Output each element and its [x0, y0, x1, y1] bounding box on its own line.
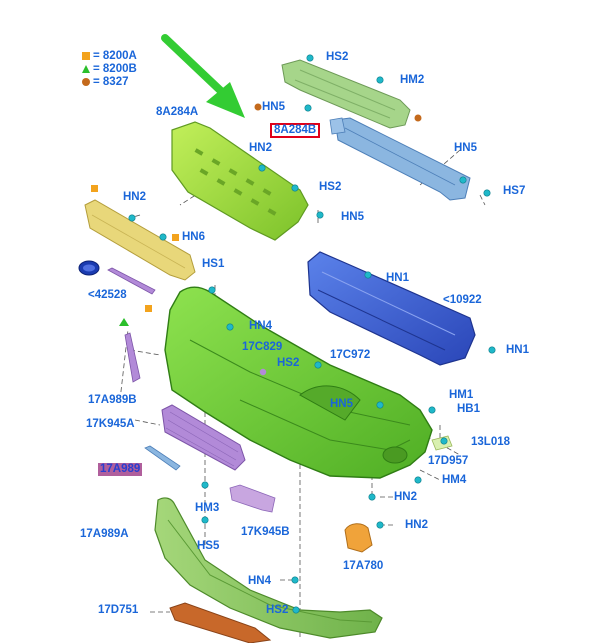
- label-hn5-c: HN5: [330, 398, 354, 410]
- skid-plate-17d751: [169, 602, 272, 643]
- legend-item-8200a: = 8200A: [82, 50, 137, 63]
- label-17c829: 17C829: [242, 341, 283, 353]
- label-hn1-a: HN1: [386, 272, 410, 284]
- label-hm4: HM4: [442, 474, 467, 486]
- label-hn5-right: HN5: [454, 142, 478, 154]
- label-struck-part: 17A989: [98, 463, 143, 476]
- label-hn2-c: HN2: [394, 491, 418, 503]
- label-hn2-a: HN2: [249, 142, 273, 154]
- lower-valance-17a989a: [154, 497, 383, 639]
- label-hs2-top: HS2: [326, 51, 349, 63]
- label-hs1: HS1: [202, 258, 225, 270]
- label-hn2-left: HN2: [123, 191, 147, 203]
- bracket-17a989b-marker: [119, 318, 129, 326]
- label-17k945b: 17K945B: [241, 526, 290, 538]
- label-hs5: HS5: [197, 540, 220, 552]
- legend-text: = 8327: [93, 76, 129, 88]
- label-10922: <10922: [443, 294, 482, 306]
- nut-8327-marker: [414, 114, 422, 122]
- clip-8200a-marker: [145, 305, 152, 312]
- green-arrow-icon: [161, 34, 245, 118]
- clip-8200a-marker: [91, 185, 98, 192]
- label-hm3: HM3: [195, 502, 220, 514]
- label-42528: <42528: [88, 289, 127, 301]
- lower-bracket: [144, 445, 181, 471]
- label-hn2-d: HN2: [405, 519, 429, 531]
- label-17k945a: 17K945A: [86, 418, 135, 430]
- bumper-reinforcement-10922: [307, 251, 476, 366]
- square-icon: [82, 51, 90, 60]
- triangle-icon: [82, 64, 90, 73]
- label-hn6: HN6: [182, 231, 206, 243]
- label-hn5-b: HN5: [341, 211, 365, 223]
- label-17a780: 17A780: [343, 560, 384, 572]
- legend-item-8200b: = 8200B: [82, 63, 137, 76]
- label-8a284a: 8A284A: [156, 106, 199, 118]
- clip-8200a-marker: [172, 234, 179, 241]
- label-hs2-d: HS2: [266, 604, 289, 616]
- upper-bracket: [281, 59, 411, 129]
- label-13l018: 13L018: [471, 436, 511, 448]
- bumper-cover-17d957: [164, 286, 433, 479]
- label-hb1: HB1: [457, 403, 481, 415]
- ford-oval-logo-icon: [78, 260, 100, 276]
- fastener-icon: [128, 54, 496, 614]
- label-hn4-a: HN4: [249, 320, 273, 332]
- grille-garnish: [84, 199, 196, 281]
- label-17d751: 17D751: [98, 604, 139, 616]
- nut-8327-marker: [254, 103, 262, 111]
- label-hm1: HM1: [449, 389, 474, 401]
- legend-item-8327: = 8327: [82, 76, 129, 89]
- label-17d957: 17D957: [428, 455, 469, 467]
- bracket-17a989b: [124, 332, 141, 383]
- label-17c972: 17C972: [330, 349, 371, 361]
- label-hs7: HS7: [503, 185, 526, 197]
- label-hs2-b: HS2: [319, 181, 342, 193]
- upper-grille-8a284a: [171, 121, 309, 241]
- label-hm2-top: HM2: [400, 74, 425, 86]
- label-hn4-b: HN4: [248, 575, 272, 587]
- circle-icon: [82, 77, 90, 86]
- grille-17k945b: [229, 484, 276, 513]
- emblem-strip: [107, 267, 156, 295]
- fog-bracket-17a780: [344, 523, 373, 553]
- legend-text: = 8200A: [93, 50, 137, 62]
- label-hn5-top: HN5: [262, 101, 286, 113]
- label-hs2-c: HS2: [277, 357, 300, 369]
- lower-grille-17k945a: [161, 404, 246, 471]
- legend-text: = 8200B: [93, 63, 137, 75]
- label-17a989b: 17A989B: [88, 394, 137, 406]
- energy-absorber-8a284b: [329, 117, 471, 201]
- label-17a989a: 17A989A: [80, 528, 129, 540]
- label-8a284b: 8A284B: [270, 123, 321, 138]
- clip-17c829: [259, 368, 267, 376]
- label-hn1-b: HN1: [506, 344, 530, 356]
